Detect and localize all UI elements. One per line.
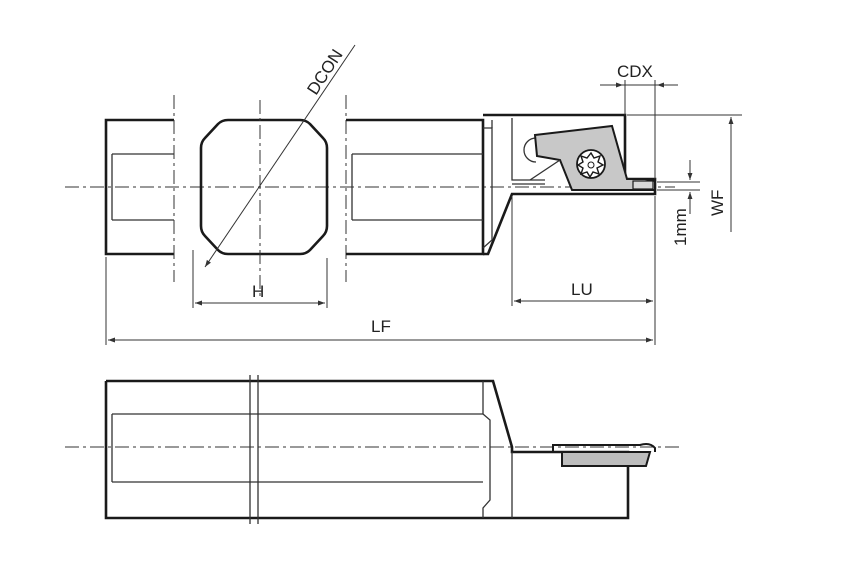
lu-dimension: LU (511, 196, 656, 345)
wf-label: WF (708, 190, 727, 216)
cutting-insert-side (561, 451, 652, 467)
cdx-dimension: CDX (600, 62, 678, 179)
one-mm-dimension: 1mm (657, 160, 700, 246)
wf-dimension: WF (627, 114, 742, 232)
dcon-dimension-line (204, 44, 356, 268)
torx-screw-icon (576, 149, 606, 179)
top-view: DCON H (65, 44, 742, 345)
side-view (65, 375, 680, 524)
shank-cross-section: DCON H (192, 44, 356, 308)
lu-label: LU (571, 280, 593, 299)
lf-dimension: LF (105, 257, 653, 345)
lf-label: LF (371, 317, 391, 336)
dcon-label: DCON (303, 46, 346, 98)
cdx-label: CDX (617, 62, 653, 81)
bar-body-top (345, 95, 657, 282)
one-mm-label: 1mm (671, 208, 690, 246)
h-label: H (252, 282, 264, 301)
shank-stub (104, 95, 175, 282)
